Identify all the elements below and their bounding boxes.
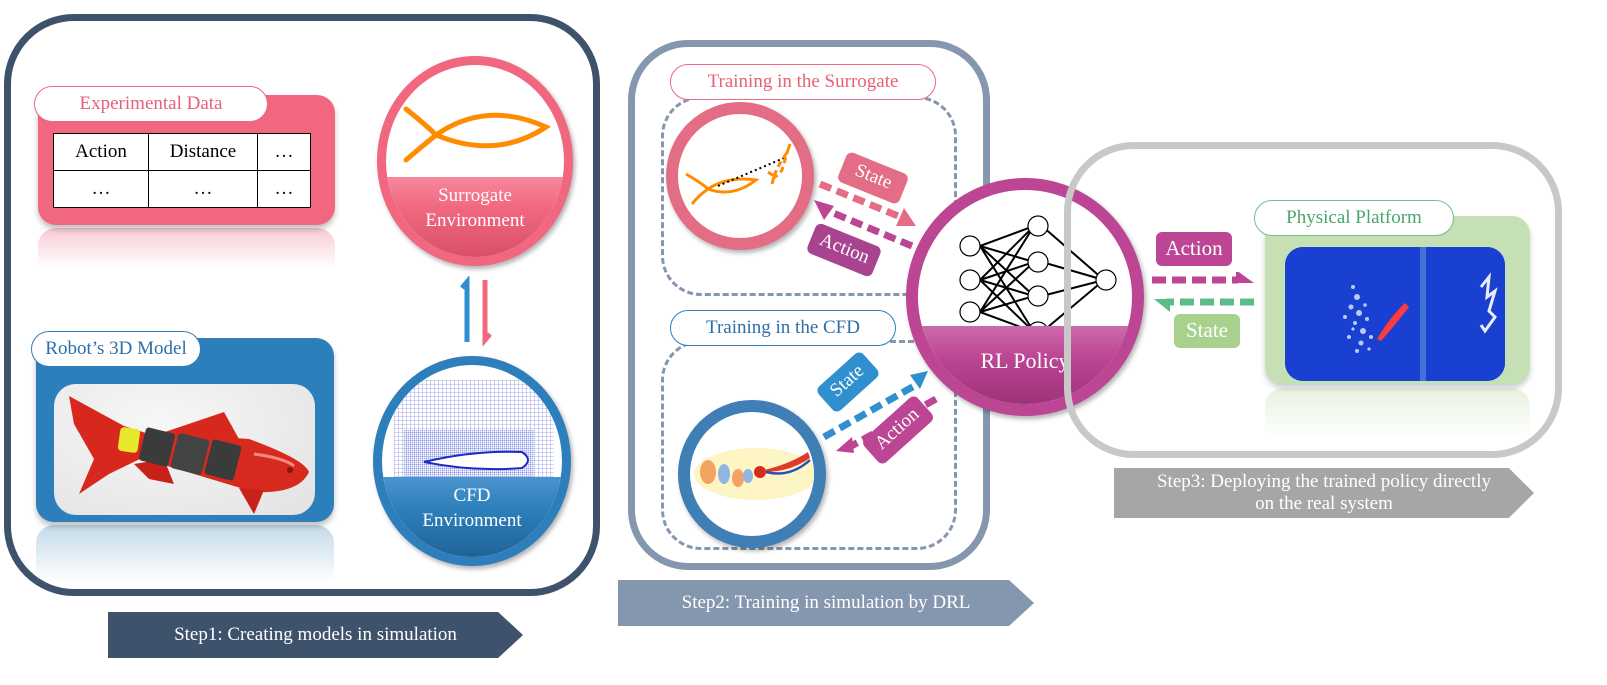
- step2-banner: Step2: Training in simulation by DRL: [618, 580, 1034, 626]
- physical-platform-reflection: [1265, 388, 1530, 438]
- cfd-flow-field-icon: [694, 448, 814, 500]
- surrogate-environment-label: Surrogate Environment: [386, 177, 564, 257]
- cfd-training-title: Training in the CFD: [670, 310, 896, 346]
- surrogate-simulation-ring: [666, 102, 814, 250]
- robot-fish-image: [54, 384, 315, 515]
- deploy-action-chip: Action: [1156, 232, 1232, 266]
- table-cell: …: [148, 170, 258, 208]
- deploy-state-chip: State: [1174, 314, 1240, 348]
- table-cell: …: [257, 170, 311, 208]
- robotic-fish-icon: [69, 396, 309, 514]
- step3-banner: Step3: Deploying the trained policy dire…: [1114, 468, 1534, 518]
- step1-panel: [4, 14, 600, 596]
- table-header-cell: Distance: [148, 133, 258, 171]
- fish-tank-icon: [1285, 247, 1505, 381]
- table-cell: …: [53, 170, 149, 208]
- physical-platform-image: [1285, 247, 1505, 381]
- fish-trajectory-icon: [685, 143, 792, 205]
- robot-model-title: Robot’s 3D Model: [31, 331, 201, 367]
- step3-banner-line2: on the real system: [1255, 493, 1393, 514]
- deploy-action-state-arrows: [1152, 272, 1254, 312]
- cfd-simulation-ring: [678, 400, 826, 548]
- surrogate-state-action-arrows: [814, 180, 916, 250]
- fish-outline-icon: [403, 106, 552, 163]
- cfd-environment: CFD Environment: [373, 356, 571, 566]
- table-row: … … …: [53, 170, 311, 208]
- surrogate-label-line2: Environment: [425, 210, 525, 231]
- cfd-environment-label: CFD Environment: [382, 477, 562, 557]
- table-header-row: Action Distance …: [53, 133, 311, 171]
- table-header-cell: Action: [53, 133, 149, 171]
- step1-banner: Step1: Creating models in simulation: [108, 612, 523, 658]
- cfd-label-line2: Environment: [422, 510, 522, 531]
- surrogate-environment: Surrogate Environment: [377, 56, 573, 266]
- surrogate-label-line1: Surrogate: [438, 185, 512, 206]
- step3-banner-line1: Step3: Deploying the trained policy dire…: [1156, 471, 1491, 492]
- physical-platform-title: Physical Platform: [1254, 200, 1454, 236]
- table-header-cell: …: [257, 133, 311, 171]
- bidirectional-arrows-icon: [460, 276, 492, 346]
- surrogate-training-title: Training in the Surrogate: [670, 64, 936, 100]
- experimental-data-reflection: [38, 228, 335, 268]
- experimental-data-table: Action Distance … … … …: [53, 133, 311, 208]
- experimental-data-title: Experimental Data: [34, 86, 268, 122]
- cfd-label-line1: CFD: [453, 485, 491, 506]
- robot-model-reflection: [36, 525, 334, 583]
- step3-panel: [1064, 142, 1562, 458]
- rl-policy-label: RL Policy: [918, 326, 1132, 404]
